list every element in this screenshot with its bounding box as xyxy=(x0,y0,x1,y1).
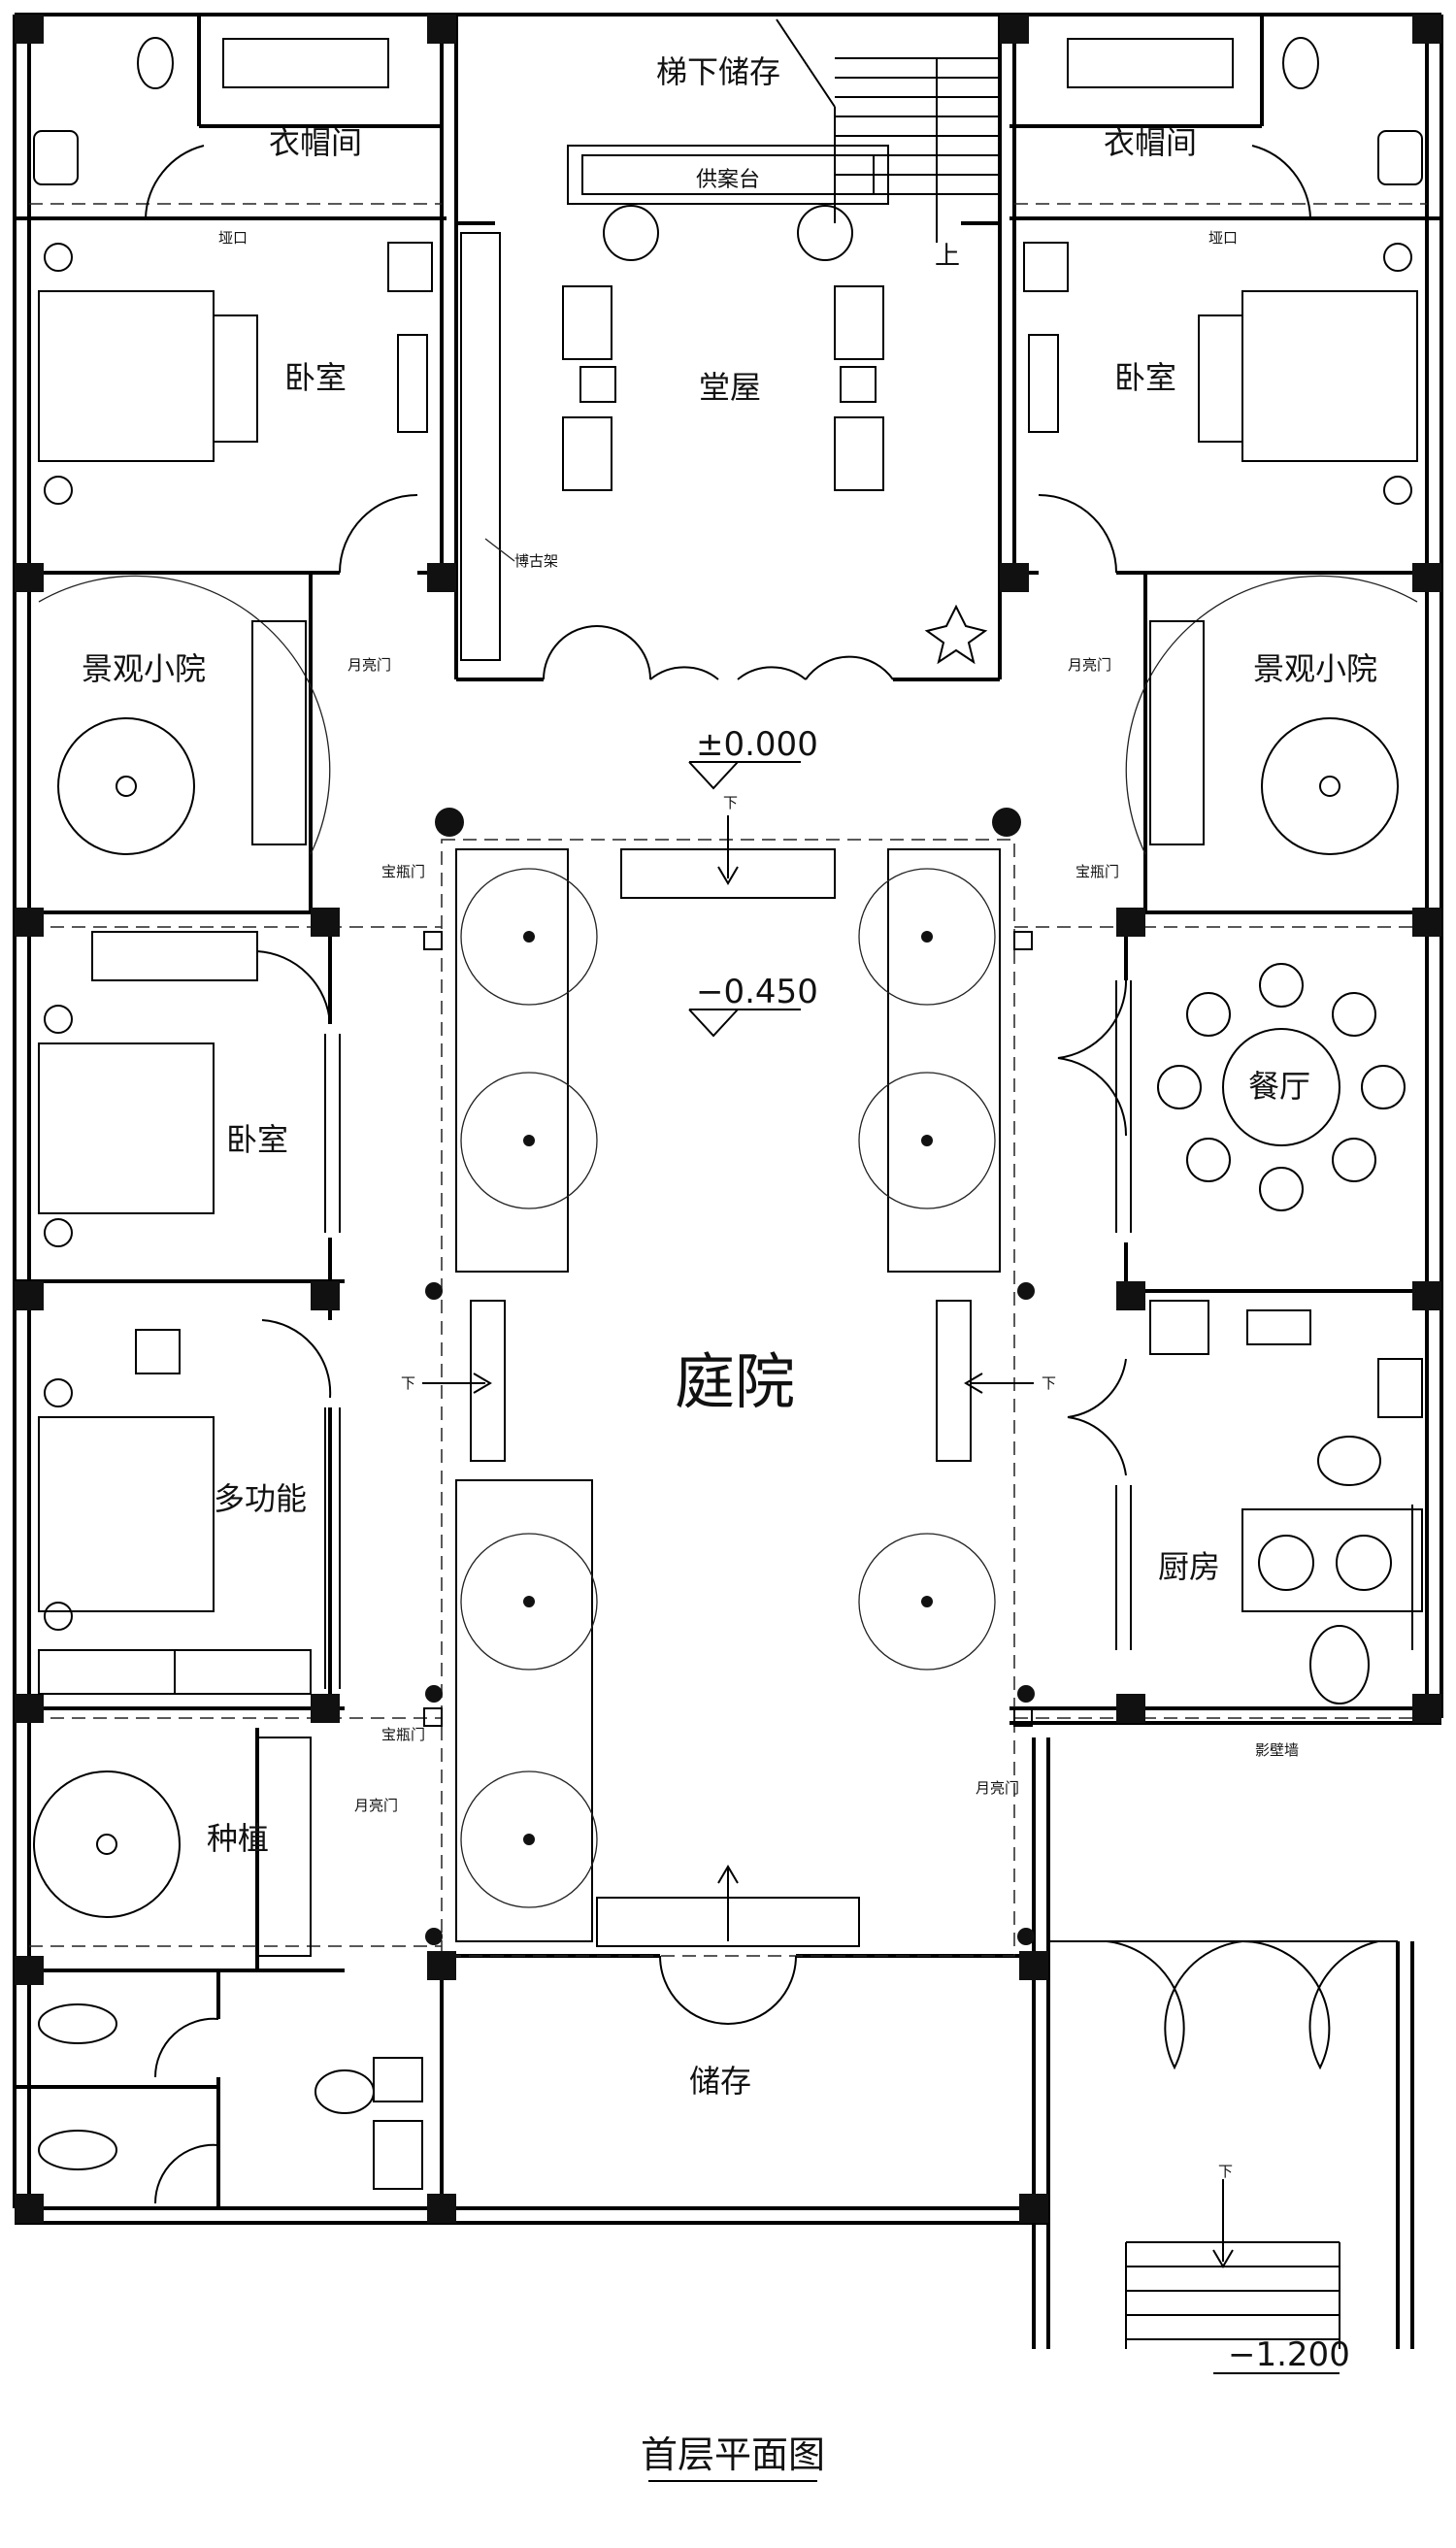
level-symbols xyxy=(422,136,1340,2374)
level-hall: ±0.000 xyxy=(696,725,818,764)
label-under-stair-storage: 梯下储存 xyxy=(656,53,780,90)
annot-moon-door-1: 月亮门 xyxy=(347,656,391,674)
annot-vase-door-1: 宝瓶门 xyxy=(381,863,425,880)
annot-down-4: 下 xyxy=(1218,2163,1233,2180)
annot-vase-door-2: 宝瓶门 xyxy=(1075,863,1119,880)
annot-moon-door-2: 月亮门 xyxy=(1068,656,1111,674)
annot-down-3: 下 xyxy=(1042,1374,1056,1392)
level-entry: −1.200 xyxy=(1228,2335,1350,2374)
room-labels: 衣帽间 衣帽间 梯下储存 供案台 堂屋 卧室 卧室 景观小院 景观小院 卧室 多… xyxy=(82,53,1377,2100)
annot-moon-door-3: 月亮门 xyxy=(354,1797,398,1814)
annot-down-2: 下 xyxy=(401,1374,415,1392)
drawing-title: 首层平面图 xyxy=(641,2433,825,2482)
annot-down-1: 下 xyxy=(723,794,738,811)
label-bedroom-west: 卧室 xyxy=(226,1121,288,1158)
label-garden-left: 景观小院 xyxy=(82,650,206,687)
label-storage: 储存 xyxy=(689,2063,751,2100)
level-courtyard: −0.450 xyxy=(696,973,818,1011)
pine-trees xyxy=(460,868,996,1908)
planters xyxy=(455,848,1001,1947)
plan-title: 首层平面图 xyxy=(641,2433,825,2476)
label-multi-function: 多功能 xyxy=(214,1480,307,1517)
annot-curio-shelf: 博古架 xyxy=(514,552,558,570)
elevation-labels: ±0.000 −0.450 −1.200 xyxy=(696,725,1350,2374)
walls xyxy=(13,13,1443,2349)
label-altar-table: 供案台 xyxy=(696,168,760,192)
label-kitchen: 厨房 xyxy=(1158,1548,1220,1585)
label-wardrobe-left: 衣帽间 xyxy=(269,124,362,161)
label-bedroom-right: 卧室 xyxy=(1114,359,1176,396)
label-planting: 种植 xyxy=(207,1820,269,1857)
label-courtyard: 庭院 xyxy=(675,1346,795,1417)
doors xyxy=(38,145,1418,2204)
annotations: 垭口 垭口 博古架 月亮门 月亮门 月亮门 月亮门 宝瓶门 宝瓶门 宝瓶门 影壁… xyxy=(218,229,1299,2180)
annot-kan-kou-left: 垭口 xyxy=(218,229,248,247)
label-dining: 餐厅 xyxy=(1248,1068,1310,1105)
furniture xyxy=(33,37,1423,2190)
label-garden-right: 景观小院 xyxy=(1253,650,1377,687)
annot-moon-door-4: 月亮门 xyxy=(976,1779,1019,1797)
label-main-hall: 堂屋 xyxy=(699,369,761,406)
label-bedroom-left: 卧室 xyxy=(284,359,347,396)
annot-screen-wall: 影壁墙 xyxy=(1255,1741,1299,1759)
label-wardrobe-right: 衣帽间 xyxy=(1104,124,1197,161)
annot-kan-kou-right: 垭口 xyxy=(1208,229,1238,247)
annot-stair-up: 上 xyxy=(935,242,960,271)
columns xyxy=(15,15,1441,2223)
annot-vase-door-3: 宝瓶门 xyxy=(381,1726,425,1743)
